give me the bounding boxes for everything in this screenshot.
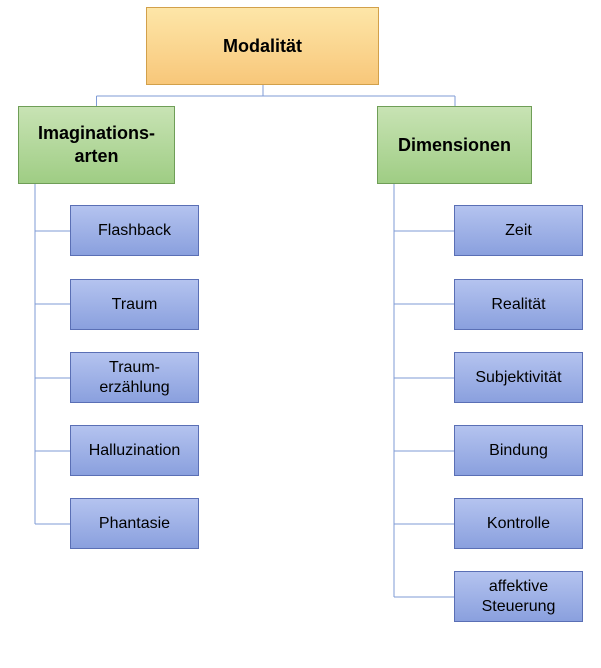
- leaf-traumerzaehlung: Traum- erzählung: [70, 352, 199, 403]
- leaf-flashback: Flashback: [70, 205, 199, 256]
- leaf-affektive-steuerung: affektive Steuerung: [454, 571, 583, 622]
- leaf-halluzination: Halluzination: [70, 425, 199, 476]
- leaf-kontrolle: Kontrolle: [454, 498, 583, 549]
- category-dimensionen: Dimensionen: [377, 106, 532, 184]
- leaf-subjektivitaet: Subjektivität: [454, 352, 583, 403]
- category-imaginationsarten: Imaginations- arten: [18, 106, 175, 184]
- leaf-bindung: Bindung: [454, 425, 583, 476]
- leaf-traum: Traum: [70, 279, 199, 330]
- root-node: Modalität: [146, 7, 379, 85]
- leaf-realitaet: Realität: [454, 279, 583, 330]
- leaf-zeit: Zeit: [454, 205, 583, 256]
- leaf-phantasie: Phantasie: [70, 498, 199, 549]
